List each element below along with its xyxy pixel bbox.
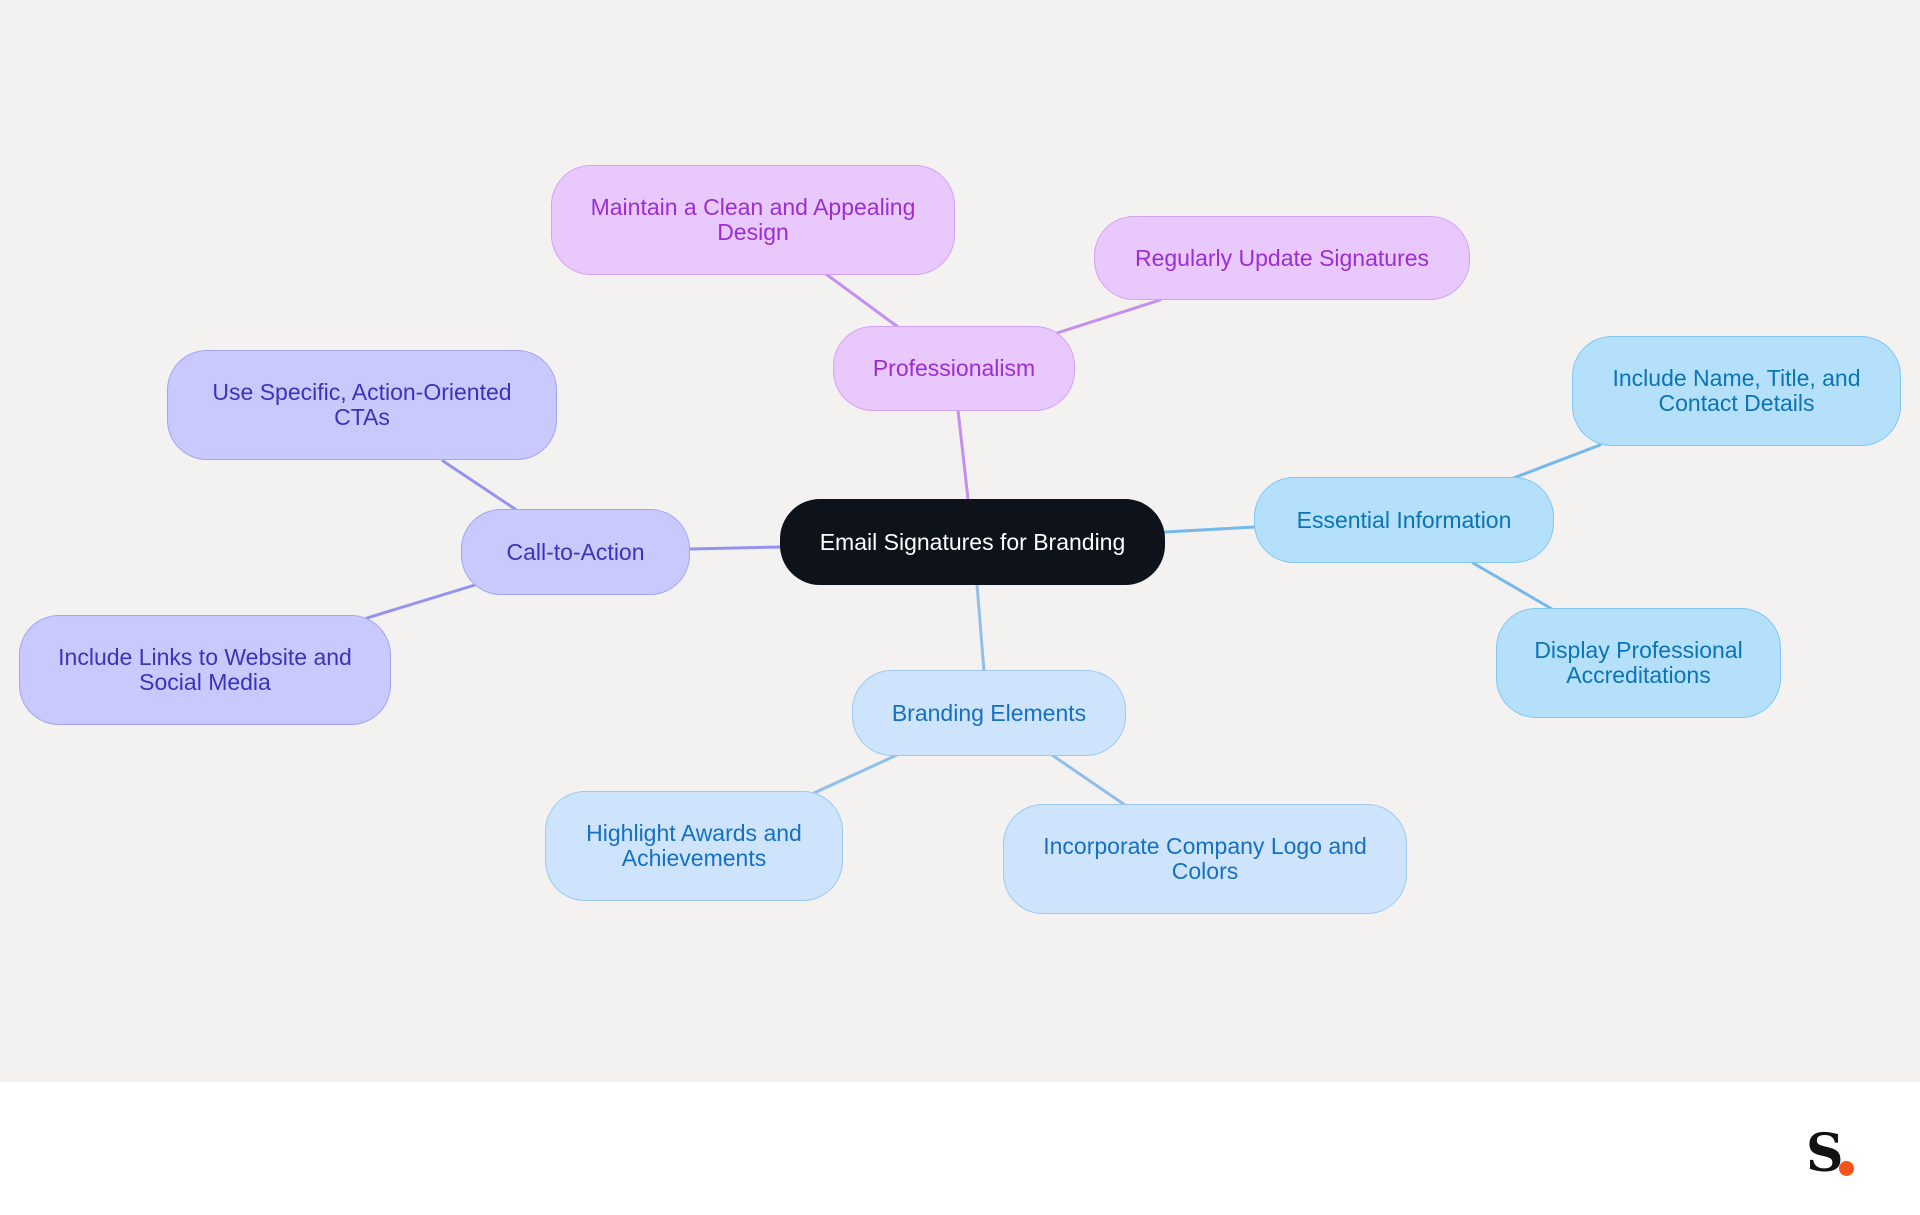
leaf-label: Use Specific, Action-Oriented CTAs <box>212 379 512 430</box>
leaf-label: Regularly Update Signatures <box>1134 244 1430 271</box>
mindmap-edges <box>365 272 1602 807</box>
root-node[interactable]: Email Signatures for Branding <box>780 499 1165 585</box>
footer <box>0 1082 1920 1215</box>
edge-cta-ctas <box>441 459 517 511</box>
leaf-label: Include Name, Title, and Contact Details <box>1612 365 1861 416</box>
leaf-label: Include Links to Website and Social Medi… <box>58 644 352 695</box>
leaf-clean-design[interactable]: Maintain a Clean and Appealing Design <box>551 165 955 275</box>
branch-professionalism[interactable]: Professionalism <box>833 326 1075 411</box>
branch-label: Branding Elements <box>891 699 1087 726</box>
edge-branding-awards <box>812 753 899 795</box>
leaf-awards[interactable]: Highlight Awards and Achievements <box>545 791 843 901</box>
branch-label: Call-to-Action <box>506 538 645 565</box>
leaf-label: Highlight Awards and Achievements <box>586 820 802 871</box>
s-dot-logo-icon: S <box>1806 1123 1844 1184</box>
leaf-company-logo[interactable]: Incorporate Company Logo and Colors <box>1003 804 1407 914</box>
edge-root-essential <box>1163 525 1257 534</box>
mindmap-canvas: Email Signatures for Branding Profession… <box>0 0 1920 1082</box>
edge-essential-accreditations <box>1471 561 1554 611</box>
root-label: Email Signatures for Branding <box>819 528 1126 555</box>
edge-cta-links <box>365 583 477 620</box>
leaf-website-links[interactable]: Include Links to Website and Social Medi… <box>19 615 391 725</box>
leaf-label: Display Professional Accreditations <box>1534 637 1743 688</box>
leaf-update-signatures[interactable]: Regularly Update Signatures <box>1094 216 1470 300</box>
edge-professionalism-design <box>824 272 900 329</box>
branch-call-to-action[interactable]: Call-to-Action <box>461 509 690 595</box>
edge-root-cta <box>688 545 782 551</box>
leaf-action-ctas[interactable]: Use Specific, Action-Oriented CTAs <box>167 350 557 460</box>
edge-professionalism-update <box>1055 298 1162 335</box>
branch-branding-elements[interactable]: Branding Elements <box>852 670 1126 756</box>
branch-label: Essential Information <box>1296 506 1512 533</box>
logo-dot-icon <box>1839 1161 1854 1176</box>
edge-root-branding <box>975 583 986 673</box>
leaf-accreditations[interactable]: Display Professional Accreditations <box>1496 608 1781 718</box>
edge-root-professionalism <box>956 408 970 501</box>
edge-essential-contact <box>1509 443 1602 481</box>
branch-essential-information[interactable]: Essential Information <box>1254 477 1554 563</box>
leaf-contact-details[interactable]: Include Name, Title, and Contact Details <box>1572 336 1901 446</box>
leaf-label: Incorporate Company Logo and Colors <box>1043 833 1367 884</box>
branch-label: Professionalism <box>872 355 1036 381</box>
edge-branding-logo <box>1050 753 1127 807</box>
leaf-label: Maintain a Clean and Appealing Design <box>590 194 916 245</box>
